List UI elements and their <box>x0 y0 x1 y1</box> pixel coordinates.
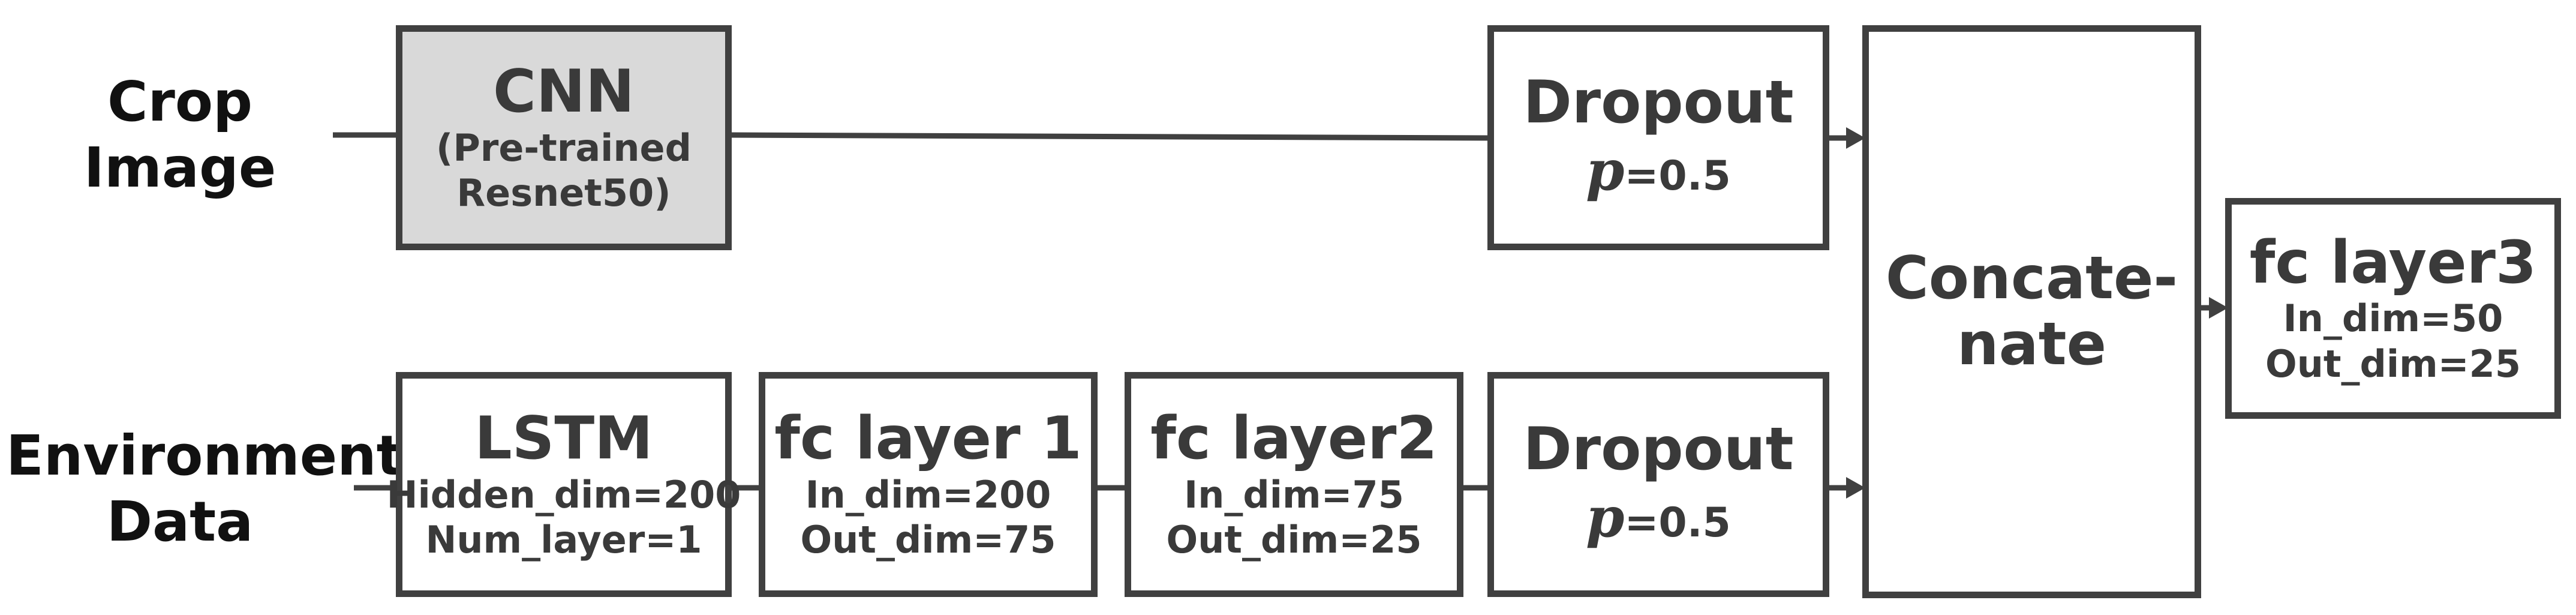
cnn-block: CNN (Pre-trained Resnet50) <box>396 25 732 250</box>
fc-layer1-out-dim: Out_dim=75 <box>800 518 1056 562</box>
fc-layer1-title: fc layer 1 <box>774 404 1082 473</box>
lstm-title: LSTM <box>474 404 653 473</box>
dropout-bottom-param: p=0.5 <box>1586 483 1731 552</box>
fc-layer3-title: fc layer3 <box>2249 228 2537 297</box>
input-label-crop-line1: Crop <box>107 70 253 134</box>
lstm-block: LSTM Hidden_dim=200 Num_layer=1 <box>387 372 741 597</box>
fc-layer2-title: fc layer2 <box>1150 404 1438 473</box>
concatenate-block: Concate- nate <box>1862 25 2201 598</box>
concatenate-line2: nate <box>1956 310 2107 379</box>
lstm-num-layer: Num_layer=1 <box>425 518 702 562</box>
input-label-crop-line2: Image <box>83 136 276 200</box>
arrowhead-top-concat <box>1846 127 1865 149</box>
dropout-top-symbol: p <box>1586 137 1625 203</box>
dropout-top-param: p=0.5 <box>1586 136 1731 205</box>
lstm-hidden-dim: Hidden_dim=200 <box>386 472 741 517</box>
fc-layer3-out-dim: Out_dim=25 <box>2265 341 2521 386</box>
dropout-bottom-title: Dropout <box>1523 415 1794 484</box>
fc-layer2-in-dim: In_dim=75 <box>1184 472 1404 517</box>
dropout-bottom-symbol: p <box>1586 484 1625 550</box>
dropout-bottom-value: =0.5 <box>1624 499 1731 547</box>
fc-layer2-out-dim: Out_dim=25 <box>1166 518 1422 562</box>
fc-layer3-in-dim: In_dim=50 <box>2283 296 2503 341</box>
input-label-crop-image: Crop Image <box>78 69 282 202</box>
dropout-top-value: =0.5 <box>1624 152 1731 200</box>
fc-layer1-in-dim: In_dim=200 <box>805 472 1051 517</box>
arrowhead-fc3 <box>2209 297 2228 319</box>
cnn-title: CNN <box>493 58 635 126</box>
cnn-detail-line2: Resnet50) <box>456 171 671 215</box>
dropout-top-block: Dropout p=0.5 <box>1487 25 1829 250</box>
dropout-bottom-block: Dropout p=0.5 <box>1487 372 1829 597</box>
fc-layer3-block: fc layer3 In_dim=50 Out_dim=25 <box>2225 198 2561 419</box>
wire-cnn-to-dropout <box>728 132 1491 141</box>
fc-layer1-block: fc layer 1 In_dim=200 Out_dim=75 <box>759 372 1098 597</box>
arrowhead-bottom-concat <box>1846 477 1865 499</box>
dropout-top-title: Dropout <box>1523 68 1794 137</box>
input-label-env-line2: Data <box>106 490 254 554</box>
cnn-detail-line1: (Pre-trained <box>435 125 692 170</box>
fc-layer2-block: fc layer2 In_dim=75 Out_dim=25 <box>1125 372 1463 597</box>
input-label-environment-data: Environment Data <box>6 423 403 556</box>
input-label-env-line1: Environment <box>6 424 403 488</box>
concatenate-line1: Concate- <box>1885 244 2178 313</box>
